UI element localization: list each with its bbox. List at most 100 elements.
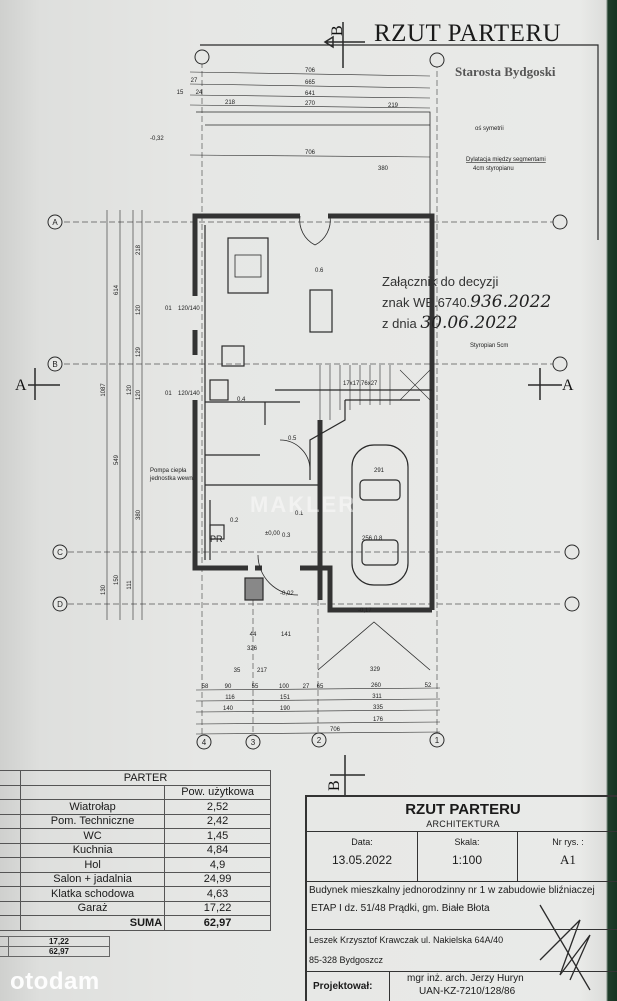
svg-text:Pompa ciepła: Pompa ciepła xyxy=(150,468,187,474)
svg-text:±0,00: ±0,00 xyxy=(265,531,281,537)
axis-markers xyxy=(47,49,580,750)
dimension-lines xyxy=(106,71,441,735)
svg-text:0.1: 0.1 xyxy=(295,511,304,517)
staircase xyxy=(319,365,431,420)
svg-text:A: A xyxy=(52,218,58,227)
entrance-canopy xyxy=(317,621,431,671)
svg-text:A: A xyxy=(15,377,27,394)
doors xyxy=(257,215,331,596)
stamp-line1: Załącznik do decyzji xyxy=(382,274,499,289)
svg-text:120/140: 120/140 xyxy=(178,391,200,397)
svg-text:706: 706 xyxy=(305,150,316,156)
svg-text:130: 130 xyxy=(101,584,107,595)
svg-text:218: 218 xyxy=(136,244,142,255)
svg-text:549: 549 xyxy=(114,454,120,465)
title-block: RZUT PARTERU ARCHITEKTURA Data: 13.05.20… xyxy=(305,795,617,1001)
date-label: Data: xyxy=(351,837,373,847)
svg-text:0.4: 0.4 xyxy=(237,397,246,403)
title-block-title: RZUT PARTERU xyxy=(405,801,521,818)
svg-text:141: 141 xyxy=(281,632,292,638)
garage-car xyxy=(351,444,409,586)
sum-value: 62,97 xyxy=(164,915,271,931)
room-name: Garaż xyxy=(19,900,166,916)
room-area: 2,42 xyxy=(164,813,271,829)
svg-text:24: 24 xyxy=(196,90,203,96)
investor-address: Leszek Krzysztof Krawczak ul. Nakielska … xyxy=(309,935,504,945)
svg-text:641: 641 xyxy=(305,91,316,97)
svg-text:326: 326 xyxy=(247,646,258,652)
areas-table-title: PARTER xyxy=(20,770,271,786)
room-area: 4,84 xyxy=(164,842,271,858)
svg-text:1087: 1087 xyxy=(101,383,107,397)
drawing-number: A1 xyxy=(560,852,576,867)
svg-text:90: 90 xyxy=(225,684,232,690)
project-location: ETAP I dz. 51/48 Prądki, gm. Białe Błota xyxy=(311,903,490,914)
svg-text:116: 116 xyxy=(225,695,235,701)
svg-text:665: 665 xyxy=(305,80,316,86)
svg-text:120: 120 xyxy=(136,304,142,315)
svg-text:jednostka wewn.: jednostka wewn. xyxy=(149,476,195,482)
svg-text:01: 01 xyxy=(165,391,172,397)
svg-text:A: A xyxy=(562,377,574,394)
section-markers xyxy=(28,22,562,795)
svg-text:335: 335 xyxy=(373,705,384,711)
svg-text:1: 1 xyxy=(435,736,440,745)
svg-text:129: 129 xyxy=(136,346,142,357)
designer-license: UAN-KZ-7210/128/86 xyxy=(419,986,516,997)
room-name: Hol xyxy=(19,857,166,873)
extra-value: 17,22 xyxy=(8,936,110,947)
svg-text:217: 217 xyxy=(257,668,268,674)
stamp-sign-number: 936.2022 xyxy=(470,292,552,312)
svg-text:44: 44 xyxy=(250,632,257,638)
exterior-walls xyxy=(192,213,435,613)
drawing-number-label: Nr rys. : xyxy=(552,837,584,847)
svg-text:Dylatacja między segmentami: Dylatacja między segmentami xyxy=(466,157,546,163)
svg-text:65: 65 xyxy=(317,684,324,690)
svg-text:706: 706 xyxy=(330,727,341,733)
section-letters: B B A A xyxy=(15,25,574,791)
svg-text:27: 27 xyxy=(303,684,310,690)
svg-text:Styropian 5cm: Styropian 5cm xyxy=(470,343,508,349)
svg-text:-0,02: -0,02 xyxy=(280,591,294,597)
svg-text:120: 120 xyxy=(136,389,142,400)
svg-text:311: 311 xyxy=(372,694,382,700)
room-name: Salon + jadalnia xyxy=(19,871,166,887)
svg-text:256: 256 xyxy=(362,536,373,542)
grid-lines xyxy=(55,62,560,735)
svg-text:100: 100 xyxy=(279,684,290,690)
room-area: 2,52 xyxy=(164,799,271,815)
svg-text:140: 140 xyxy=(223,706,234,712)
signature xyxy=(539,904,591,991)
scale-label: Skala: xyxy=(454,837,480,847)
svg-text:0.3: 0.3 xyxy=(282,533,291,539)
stamp-date: 30.06.2022 xyxy=(420,313,518,333)
svg-text:0.8: 0.8 xyxy=(374,536,383,542)
sum-label: SUMA xyxy=(19,915,166,931)
approval-stamp: Załącznik do decyzji znak WB.6740.936.20… xyxy=(382,272,551,334)
svg-text:120: 120 xyxy=(127,384,133,395)
title-block-subtitle: ARCHITEKTURA xyxy=(426,819,500,829)
svg-text:17x17,76x27: 17x17,76x27 xyxy=(343,381,378,387)
svg-text:291: 291 xyxy=(374,468,385,474)
room-name: WC xyxy=(19,828,166,844)
room-area: 24,99 xyxy=(164,871,271,887)
svg-text:150: 150 xyxy=(114,574,120,585)
stamp-sign-prefix: znak WB.6740. xyxy=(382,295,471,310)
svg-text:706: 706 xyxy=(305,68,316,74)
room-area: 4,9 xyxy=(164,857,271,873)
plan-annotations: oś symetrii Dylatacja między segmentami … xyxy=(149,126,546,614)
svg-text:380: 380 xyxy=(136,509,142,520)
extra-value: 62,97 xyxy=(8,946,110,957)
room-name: Wiatrołap xyxy=(19,799,166,815)
authority-stamp: Starosta Bydgoski xyxy=(455,64,556,79)
areas-column-header: Pow. użytkowa xyxy=(164,784,271,800)
